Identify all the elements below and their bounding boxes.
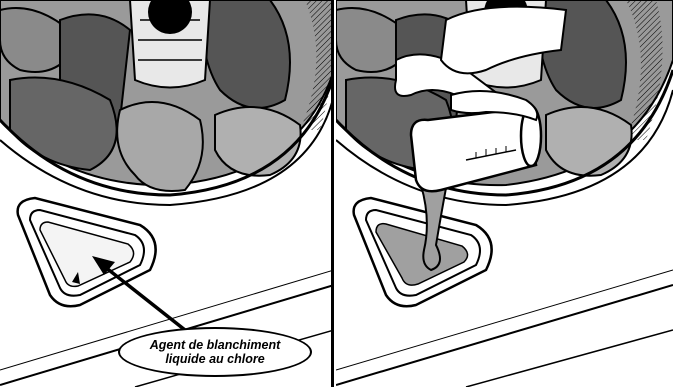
washer-tub [0, 0, 331, 192]
pointer-arrow [92, 256, 187, 332]
hand-arm [439, 5, 568, 75]
bleach-stream [419, 183, 448, 272]
callout-line-2: liquide au chlore [165, 352, 265, 366]
cloth-item [116, 101, 204, 192]
tub-rim [336, 69, 673, 197]
cloth-item [545, 106, 633, 177]
washer-illustration-left [0, 0, 331, 387]
cloth-item [214, 106, 302, 177]
hand-fingers [450, 90, 539, 122]
panel-pour-bleach [336, 0, 673, 387]
agitator [128, 0, 212, 89]
bleach-dispenser [352, 196, 493, 308]
washer-illustration-right [336, 0, 673, 387]
agitator-cap [148, 0, 192, 34]
bleach-liquid-pool [375, 222, 469, 286]
tub-rim [0, 79, 331, 197]
callout-line-1: Agent de blanchiment [149, 338, 281, 352]
measuring-cup [409, 104, 543, 193]
bleach-callout: Agent de blanchiment liquide au chlore [118, 327, 312, 377]
panel-dispenser-location: Agent de blanchiment liquide au chlore [0, 0, 334, 387]
